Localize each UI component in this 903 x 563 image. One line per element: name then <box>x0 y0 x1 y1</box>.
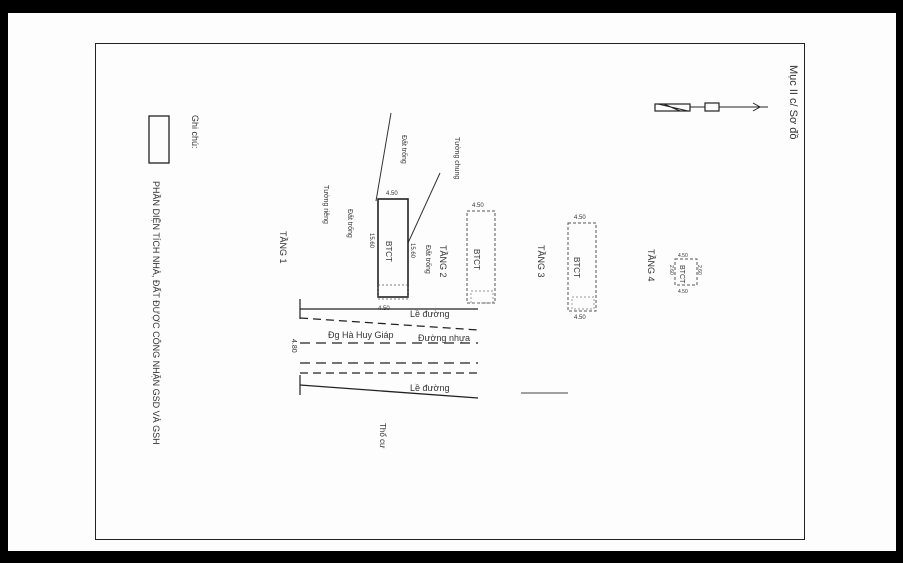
asphalt-label: Đường nhựa <box>418 333 470 343</box>
drawing-frame <box>95 43 805 540</box>
label-tuong-chung: Tường chung <box>453 137 460 179</box>
floor-1-width: 4.50 <box>386 191 398 197</box>
floor-2-plan <box>466 210 496 304</box>
document-sheet: Mục II c/ Sơ đồ Ghi chú: PHẦN DIỆN TÍCH … <box>8 13 896 551</box>
street-name-label: Đg Hà Huy Giáp <box>328 330 394 340</box>
floor-1-plan <box>375 112 441 300</box>
label-dat-trong-1: Đất trống <box>400 135 409 164</box>
site-plan-drawing: Mục II c/ Sơ đồ Ghi chú: PHẦN DIỆN TÍCH … <box>148 65 799 449</box>
label-tuong-rieng: Tường riêng <box>322 185 329 224</box>
floor-2-label: TẦNG 2 <box>438 245 448 278</box>
floor-4-code: BTCT <box>678 265 685 284</box>
floor-3-label: TẦNG 3 <box>536 245 546 278</box>
sidewalk-bottom-label: Lề đường <box>410 383 449 393</box>
floor-3-plan <box>567 222 597 312</box>
legend-swatch <box>148 115 170 164</box>
label-dat-trong-3: Đất trống <box>424 245 433 274</box>
floor-2-code: BTCT <box>472 249 481 270</box>
legend-title: Ghi chú: <box>190 115 200 149</box>
floor-1-side: 15.60 <box>368 233 374 249</box>
floor-4-label: TẦNG 4 <box>646 249 656 282</box>
floor-3-code: BTCT <box>572 257 581 278</box>
label-dat-trong-2: Đất trống <box>346 209 355 238</box>
street-lines <box>299 299 568 399</box>
sidewalk-top-label: Lề đường <box>410 309 449 319</box>
road-width-label: 4.80 <box>290 339 297 353</box>
floor-1-code: BTCT <box>384 241 393 262</box>
floor-4-length: 2.60 <box>696 265 702 275</box>
floor-1-length: 15.60 <box>409 243 415 259</box>
north-arrow-icon <box>654 102 768 112</box>
floor-4-width: 4.50 <box>678 253 688 259</box>
floor-4-bottom: 4.50 <box>678 289 688 295</box>
floor-1-label: TẦNG 1 <box>278 231 288 264</box>
legend-description: PHẦN DIỆN TÍCH NHÀ, ĐẤT ĐƯỢC CÔNG NHẬN G… <box>151 181 161 445</box>
section-title: Mục II c/ Sơ đồ <box>787 65 799 139</box>
floor-3-bottom: 4.50 <box>574 315 586 321</box>
floor-4-plan <box>674 258 698 286</box>
floor-2-width: 4.50 <box>472 203 484 209</box>
other-label: Thổ cư <box>378 423 387 449</box>
floor-4-small: 2.60 <box>668 265 674 275</box>
floor-3-width: 4.50 <box>574 215 586 221</box>
